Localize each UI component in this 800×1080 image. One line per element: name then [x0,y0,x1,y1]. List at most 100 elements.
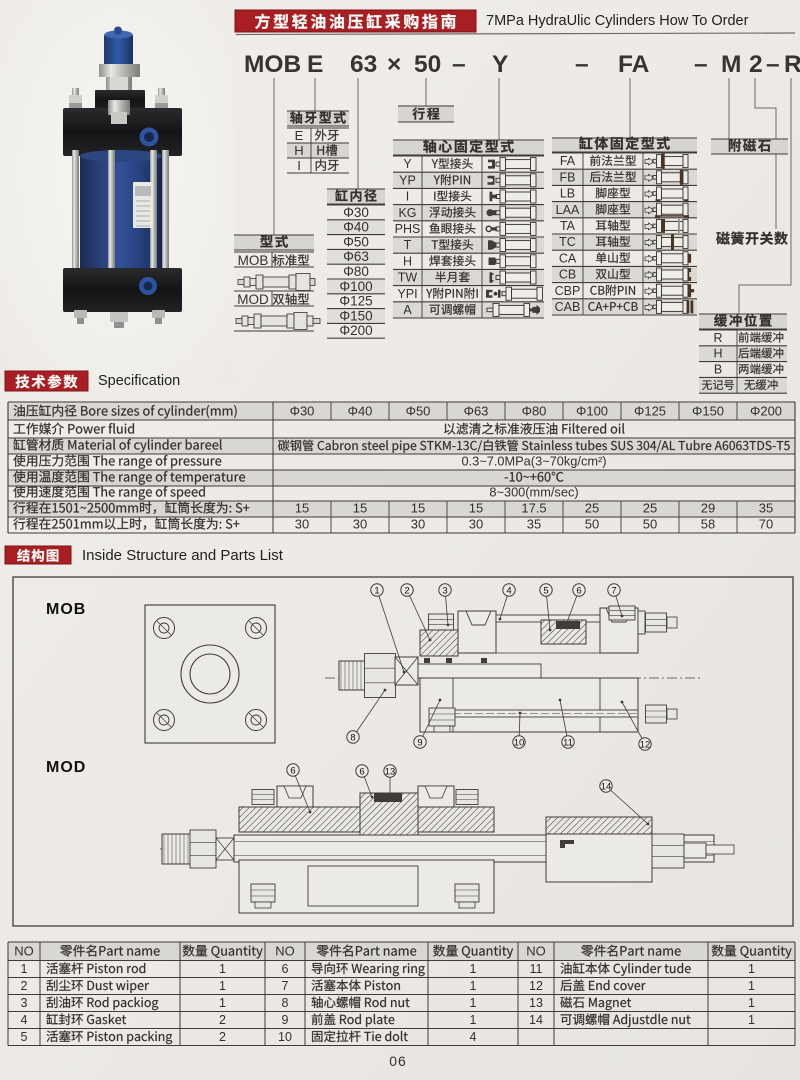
svg-text:1: 1 [219,962,226,976]
svg-text:2: 2 [219,1013,226,1027]
svg-text:15: 15 [295,501,309,516]
svg-text:06: 06 [389,1053,407,1069]
svg-text:–: – [575,51,589,78]
svg-text:6: 6 [576,586,581,597]
svg-text:FB: FB [560,170,576,184]
svg-text:H: H [294,143,303,158]
svg-text:17.5: 17.5 [521,501,546,516]
svg-text:1: 1 [470,1013,477,1027]
svg-text:FA: FA [618,51,650,78]
svg-text:10: 10 [278,1030,292,1044]
svg-text:7: 7 [611,586,616,597]
svg-text:FA: FA [560,154,576,168]
svg-text:Φ40: Φ40 [348,404,373,419]
svg-text:LB: LB [560,187,575,201]
svg-text:Y: Y [403,157,412,171]
svg-text:2: 2 [21,979,28,993]
svg-text:Φ125: Φ125 [339,294,372,309]
svg-text:4: 4 [506,586,511,597]
svg-text:30: 30 [353,517,367,532]
svg-text:B: B [714,362,722,376]
svg-text:25: 25 [643,501,657,516]
svg-text:14: 14 [529,1013,543,1027]
svg-text:30: 30 [469,517,483,532]
svg-text:8: 8 [282,996,289,1010]
svg-text:Y: Y [492,51,508,78]
svg-text:R: R [713,331,722,345]
svg-text:MOD: MOD [46,759,86,776]
svg-text:1: 1 [470,996,477,1010]
svg-text:6: 6 [359,767,364,778]
svg-text:Inside Structure and Parts Lis: Inside Structure and Parts List [82,547,284,564]
svg-text:1: 1 [748,1013,755,1027]
svg-text:8~300(mm/sec): 8~300(mm/sec) [489,485,578,500]
svg-text:30: 30 [295,517,309,532]
svg-text:1: 1 [21,962,28,976]
svg-text:R: R [784,51,800,78]
svg-text:E: E [295,128,304,143]
svg-text:CA: CA [559,251,577,265]
svg-text:YPI: YPI [397,287,417,301]
svg-text:12: 12 [529,979,543,993]
svg-text:5: 5 [543,586,548,597]
svg-text:CB: CB [559,268,576,282]
svg-text:MOD: MOD [237,292,269,307]
svg-text:1: 1 [374,586,379,597]
svg-text:4: 4 [21,1013,28,1027]
svg-text:Φ63: Φ63 [464,404,489,419]
svg-text:×: × [387,51,401,78]
svg-text:3: 3 [21,996,28,1010]
svg-text:9: 9 [417,738,422,749]
svg-text:Φ80: Φ80 [343,264,369,279]
svg-text:1: 1 [470,962,477,976]
svg-text:35: 35 [527,517,541,532]
svg-text:1: 1 [470,979,477,993]
svg-text:11: 11 [530,962,543,976]
svg-text:5: 5 [21,1030,28,1044]
svg-text:10: 10 [514,738,525,749]
svg-text:58: 58 [701,517,715,532]
svg-text:9: 9 [282,1013,289,1027]
svg-text:Φ100: Φ100 [339,279,372,294]
svg-text:TA: TA [560,219,576,233]
svg-text:8: 8 [350,733,355,744]
svg-text:1: 1 [748,979,755,993]
svg-text:6: 6 [282,962,289,976]
svg-text:MOB: MOB [244,51,301,78]
svg-text:14: 14 [601,782,612,793]
svg-text:Φ30: Φ30 [290,404,315,419]
svg-text:4: 4 [470,1030,477,1044]
svg-text:50: 50 [643,517,657,532]
svg-text:Φ80: Φ80 [522,404,547,419]
svg-text:3: 3 [442,586,447,597]
svg-text:7: 7 [282,979,289,993]
svg-text:Φ200: Φ200 [339,323,372,338]
svg-text:–: – [452,51,466,78]
svg-text:T: T [404,238,412,252]
svg-text:MOB: MOB [46,601,86,618]
svg-text:Φ150: Φ150 [339,308,372,323]
svg-text:13: 13 [529,996,543,1010]
svg-text:63: 63 [350,51,377,78]
svg-text:2: 2 [219,1030,226,1044]
svg-text:2: 2 [749,51,763,78]
svg-text:KG: KG [398,206,416,220]
svg-text:12: 12 [640,740,651,751]
svg-text:M: M [721,51,741,78]
svg-text:PHS: PHS [395,222,421,236]
svg-text:NO: NO [526,944,546,959]
svg-text:H: H [713,347,722,361]
svg-text:13: 13 [385,767,396,778]
svg-text:15: 15 [469,501,483,516]
svg-text:70: 70 [759,517,773,532]
svg-text:I: I [406,190,409,204]
svg-text:25: 25 [585,501,599,516]
svg-text:6: 6 [290,766,295,777]
svg-text:15: 15 [411,501,425,516]
svg-text:NO: NO [275,944,295,959]
svg-text:TC: TC [559,235,576,249]
svg-text:LAA: LAA [556,203,580,217]
svg-text:29: 29 [701,501,715,516]
svg-text:50: 50 [414,51,441,78]
svg-text:Φ63: Φ63 [343,249,369,264]
